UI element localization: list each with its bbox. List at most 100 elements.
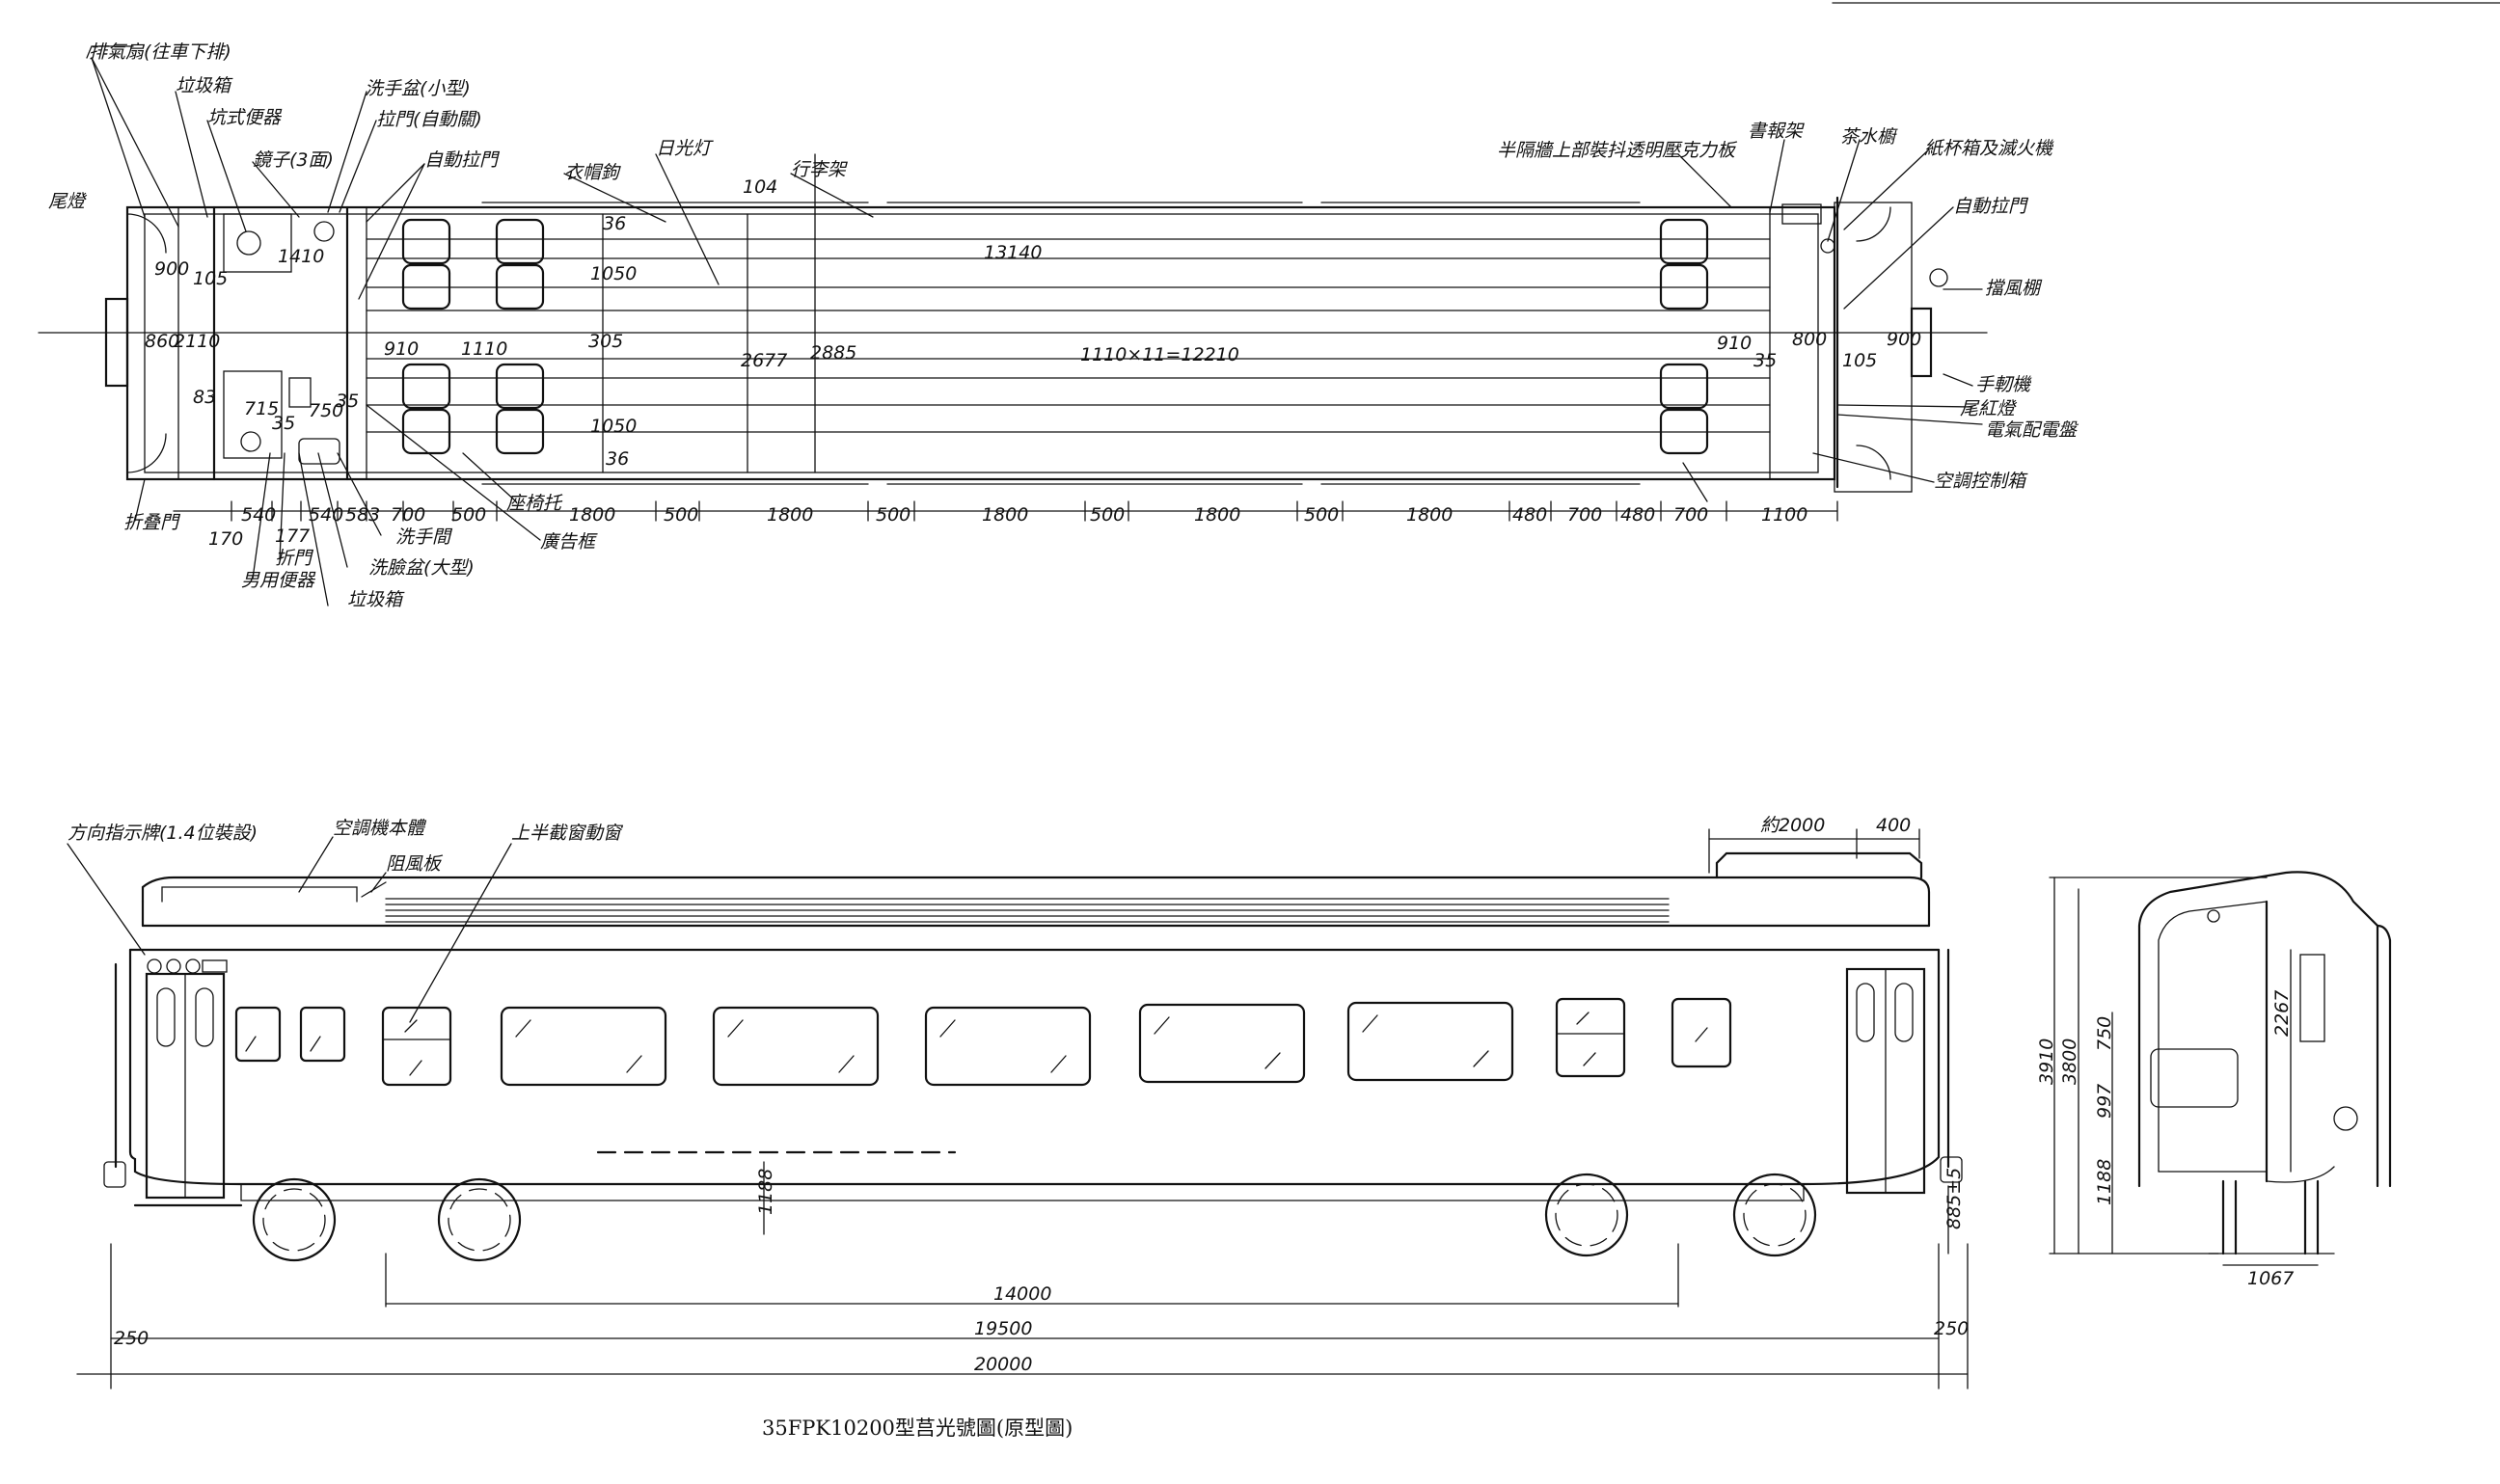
plan-bottom-dim: 500 xyxy=(664,504,698,526)
elev-right-roof-housing xyxy=(1715,851,1923,879)
plan-left-gangway xyxy=(104,297,129,388)
elev-window-split xyxy=(381,1006,452,1087)
end-section: 3910 3800 750 997 1188 2267 1067 xyxy=(2036,871,2392,1289)
plan-bottom-dim: 500 xyxy=(876,504,910,526)
plan-door-arc xyxy=(1856,445,1891,480)
plan-bottom-dim: 480 xyxy=(1512,504,1547,526)
plan-door-arc xyxy=(126,433,167,473)
seat xyxy=(1659,218,1709,265)
plan-dim: 2677 xyxy=(741,350,787,371)
plan-label-folding-door-auto: 拉門(自動關) xyxy=(376,109,482,130)
elev-direction-sign-lamp xyxy=(166,958,181,974)
seat xyxy=(1659,408,1709,455)
plan-bottom-dim: 583 xyxy=(345,504,380,526)
plan-dim: 105 xyxy=(1842,350,1877,371)
elev-label-direction-sign: 方向指示牌(1.4位裝設) xyxy=(68,823,258,844)
plan-dim: 1110×11=12210 xyxy=(1080,344,1239,365)
plan-inner-wall xyxy=(144,213,1819,473)
elev-window xyxy=(500,1006,667,1087)
plan-washbasin-small xyxy=(313,221,335,242)
elev-window-small xyxy=(299,1006,346,1063)
plan-label-fluorescent-lamp: 日光灯 xyxy=(656,138,714,159)
plan-dim: 2110 xyxy=(174,331,220,352)
section-door xyxy=(2299,954,2325,1042)
plan-dim: 910 xyxy=(384,338,419,360)
plan-label-auto-sliding-door-right: 自動拉門 xyxy=(1953,196,2029,217)
plan-right-gangway xyxy=(1910,307,1933,378)
elev-body-side xyxy=(128,948,1941,1186)
seat xyxy=(401,263,451,310)
plan-label-magazine-rack: 書報架 xyxy=(1748,121,1805,142)
plan-label-tail-light: 尾燈 xyxy=(48,191,88,212)
seat xyxy=(495,363,545,410)
elev-door-window xyxy=(195,987,214,1047)
plan-magazine-rack xyxy=(1781,203,1822,225)
elev-dim-label: 20000 xyxy=(974,1354,1032,1375)
plan-dim: 105 xyxy=(193,268,228,289)
elev-direction-sign xyxy=(202,959,228,973)
elev-windows xyxy=(234,997,1732,1087)
plan-label-tail-red-light: 尾紅燈 xyxy=(1960,398,2018,419)
plan-washbasin-large xyxy=(298,438,340,465)
plan-dim: 1410 xyxy=(278,246,324,267)
plan-label-sink-room: 洗手間 xyxy=(395,526,453,548)
plan-label-clothes-hook: 衣帽鉤 xyxy=(564,162,621,183)
seat xyxy=(1659,263,1709,310)
plan-dim: 715 xyxy=(244,398,279,419)
elev-direction-sign-lamp xyxy=(147,958,162,974)
elev-dim-label: 400 xyxy=(1876,815,1911,836)
wheel xyxy=(1544,1173,1629,1257)
plan-dim: 36 xyxy=(603,213,626,234)
plan-bottom-dim: 1800 xyxy=(1406,504,1453,526)
plan-trash-box xyxy=(288,377,312,408)
plan-bottom-dim: 1800 xyxy=(1194,504,1240,526)
elev-glass-marks xyxy=(245,1012,1708,1076)
plan-bottom-dim: 1800 xyxy=(767,504,813,526)
section-right-edge xyxy=(2376,924,2392,1188)
elev-direction-sign-lamp xyxy=(185,958,201,974)
plan-dim: 900 xyxy=(154,258,189,280)
plan-dim: 13140 xyxy=(984,242,1042,263)
plan-bottom-dim: 480 xyxy=(1620,504,1655,526)
elev-label-wind-deflector: 阻風板 xyxy=(386,853,444,875)
elev-door-window xyxy=(156,987,176,1047)
wheel xyxy=(252,1177,337,1262)
plan-toilet-room xyxy=(223,213,292,273)
wheel-inner xyxy=(262,1188,326,1252)
section-dim-label: 997 xyxy=(2094,1084,2115,1119)
elev-window xyxy=(1138,1003,1306,1084)
seat xyxy=(401,218,451,265)
section-lamp xyxy=(2207,909,2220,923)
elev-dim-label: 885±5 xyxy=(1943,1168,1965,1229)
elev-window xyxy=(1346,1001,1514,1082)
plan-label-trash-box-top: 垃圾箱 xyxy=(176,75,233,96)
wheel xyxy=(437,1177,522,1262)
seat xyxy=(495,263,545,310)
plan-label-squat-toilet: 坑式便器 xyxy=(207,107,283,128)
elev-roof-outline xyxy=(141,876,1931,928)
plan-bottom-dim: 500 xyxy=(451,504,486,526)
elev-window xyxy=(924,1006,1092,1087)
plan-dim: 36 xyxy=(606,448,629,470)
plan-label-electrical-panel: 電氣配電盤 xyxy=(1985,419,2079,441)
wheel-inner xyxy=(1555,1183,1618,1247)
plan-dim: 800 xyxy=(1792,329,1827,350)
elev-bogies xyxy=(252,1173,1817,1262)
elev-label-ac-unit: 空調機本體 xyxy=(333,818,427,839)
elev-dim-label: 1188 xyxy=(755,1169,776,1215)
section-dim-label: 1067 xyxy=(2247,1268,2294,1289)
plan-urinal xyxy=(240,431,261,452)
plan-label-luggage-rack: 行李架 xyxy=(791,159,848,180)
plan-bottom-dim: 700 xyxy=(1567,504,1602,526)
plan-windshield-lamp xyxy=(1929,268,1948,287)
plan-dim: 1050 xyxy=(590,416,637,437)
section-tail-lamp xyxy=(2333,1106,2358,1131)
elev-leader xyxy=(298,836,334,893)
plan-window-marks xyxy=(481,202,1641,485)
plan-label-hinge-door: 折門 xyxy=(275,548,314,569)
plan-bottom-dim: 1800 xyxy=(982,504,1028,526)
plan-label-urinal: 男用便器 xyxy=(241,570,316,591)
plan-bottom-dim: 1100 xyxy=(1761,504,1807,526)
section-dim-label: 750 xyxy=(2094,1016,2115,1051)
